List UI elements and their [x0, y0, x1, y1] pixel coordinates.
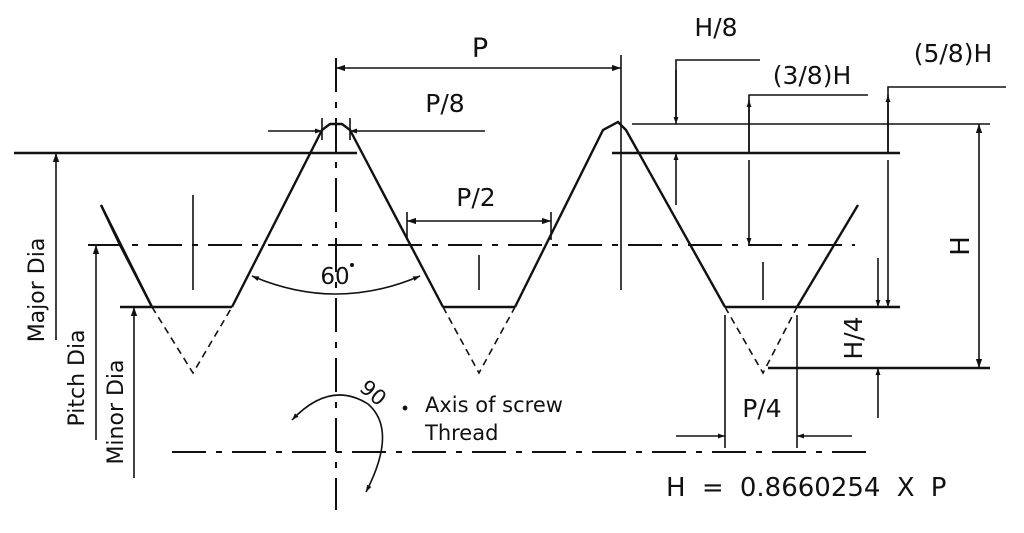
- minor-dia-label: Minor Dia: [104, 359, 129, 464]
- axis-label-line1: Axis of screw: [425, 393, 563, 417]
- h-label: H: [946, 236, 976, 256]
- pitch-dia-label: Pitch Dia: [65, 329, 90, 426]
- angle-60-arc: [251, 275, 421, 295]
- major-dia-label: Major Dia: [25, 238, 50, 343]
- angle-90-degree-mark: [402, 405, 408, 411]
- angle-60-label: 60: [320, 264, 349, 290]
- axis-label-line2: Thread: [424, 421, 498, 445]
- h8-label: H/8: [694, 13, 737, 42]
- angle-60-degree-mark: [350, 263, 354, 267]
- five-eighths-label: (5/8)H: [914, 39, 993, 68]
- p-label: P: [472, 33, 488, 64]
- angle-90-label: 90: [355, 375, 391, 411]
- three-eighths-label: (3/8)H: [773, 61, 852, 90]
- five-eighths-leader: [887, 86, 1006, 153]
- sharp-v-extensions: [151, 306, 798, 375]
- h4-label: H/4: [839, 316, 868, 359]
- p4-label: P/4: [742, 394, 781, 423]
- p8-label: P/8: [425, 89, 464, 118]
- h8-leader: [675, 59, 760, 118]
- rotation-90-arc: [291, 394, 384, 493]
- height-formula: H = 0.8660254 X P: [666, 473, 947, 503]
- p2-label: P/2: [456, 183, 495, 212]
